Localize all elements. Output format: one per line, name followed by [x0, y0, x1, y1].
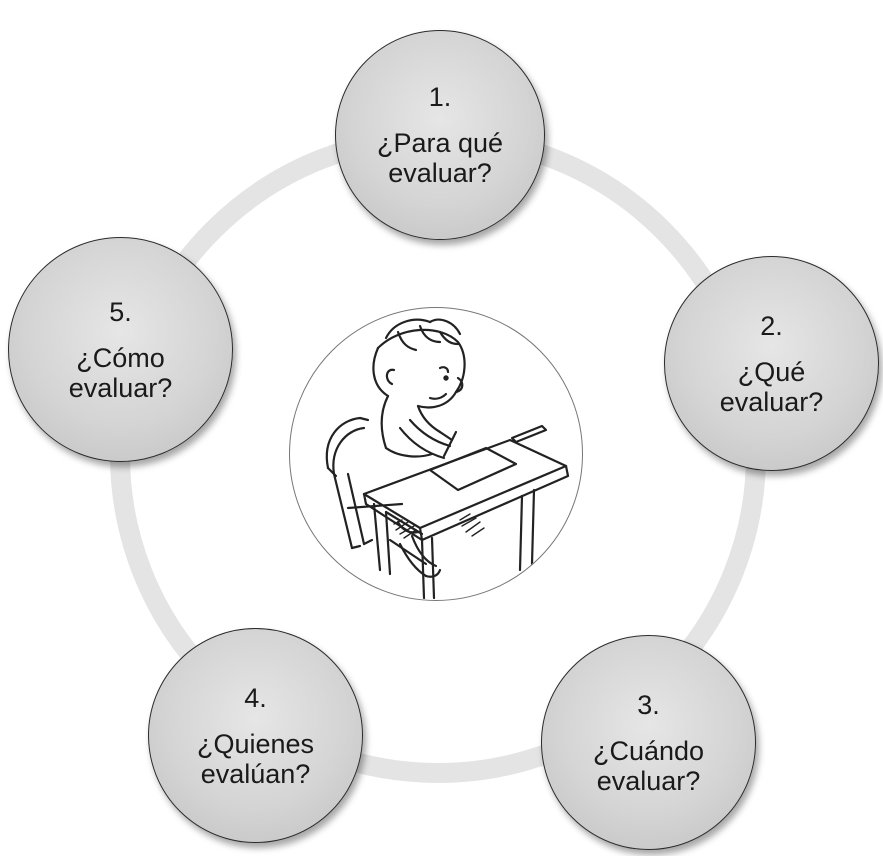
node-question: ¿Cuándo — [592, 735, 705, 766]
node-question: ¿Cómo — [76, 342, 165, 373]
node-1-para-que-evaluar: 1. ¿Para qué evaluar? — [335, 30, 545, 240]
node-number: 1. — [428, 82, 452, 112]
node-question-line2: evalúan? — [200, 758, 311, 789]
node-question: ¿Para qué — [376, 128, 504, 158]
node-number: 5. — [109, 296, 132, 327]
node-5-como-evaluar: 5. ¿Cómo evaluar? — [8, 237, 233, 462]
node-question: ¿Quienes — [196, 728, 315, 759]
child-at-desk-image — [289, 307, 583, 601]
node-question-line2: evaluar? — [596, 765, 701, 796]
node-number: 4. — [244, 682, 267, 713]
child-drawing-icon — [325, 318, 570, 600]
node-2-que-evaluar: 2. ¿Qué evaluar? — [664, 256, 879, 471]
node-number: 3. — [637, 689, 660, 720]
node-question-line2: evaluar? — [388, 158, 492, 188]
node-question-line2: evaluar? — [68, 372, 173, 403]
node-3-cuando-evaluar: 3. ¿Cuándo evaluar? — [541, 635, 756, 850]
node-number: 2. — [760, 310, 783, 341]
node-question-line2: evaluar? — [719, 386, 824, 417]
node-4-quienes-evaluan: 4. ¿Quienes evalúan? — [148, 628, 363, 843]
node-question: ¿Qué — [737, 356, 806, 387]
